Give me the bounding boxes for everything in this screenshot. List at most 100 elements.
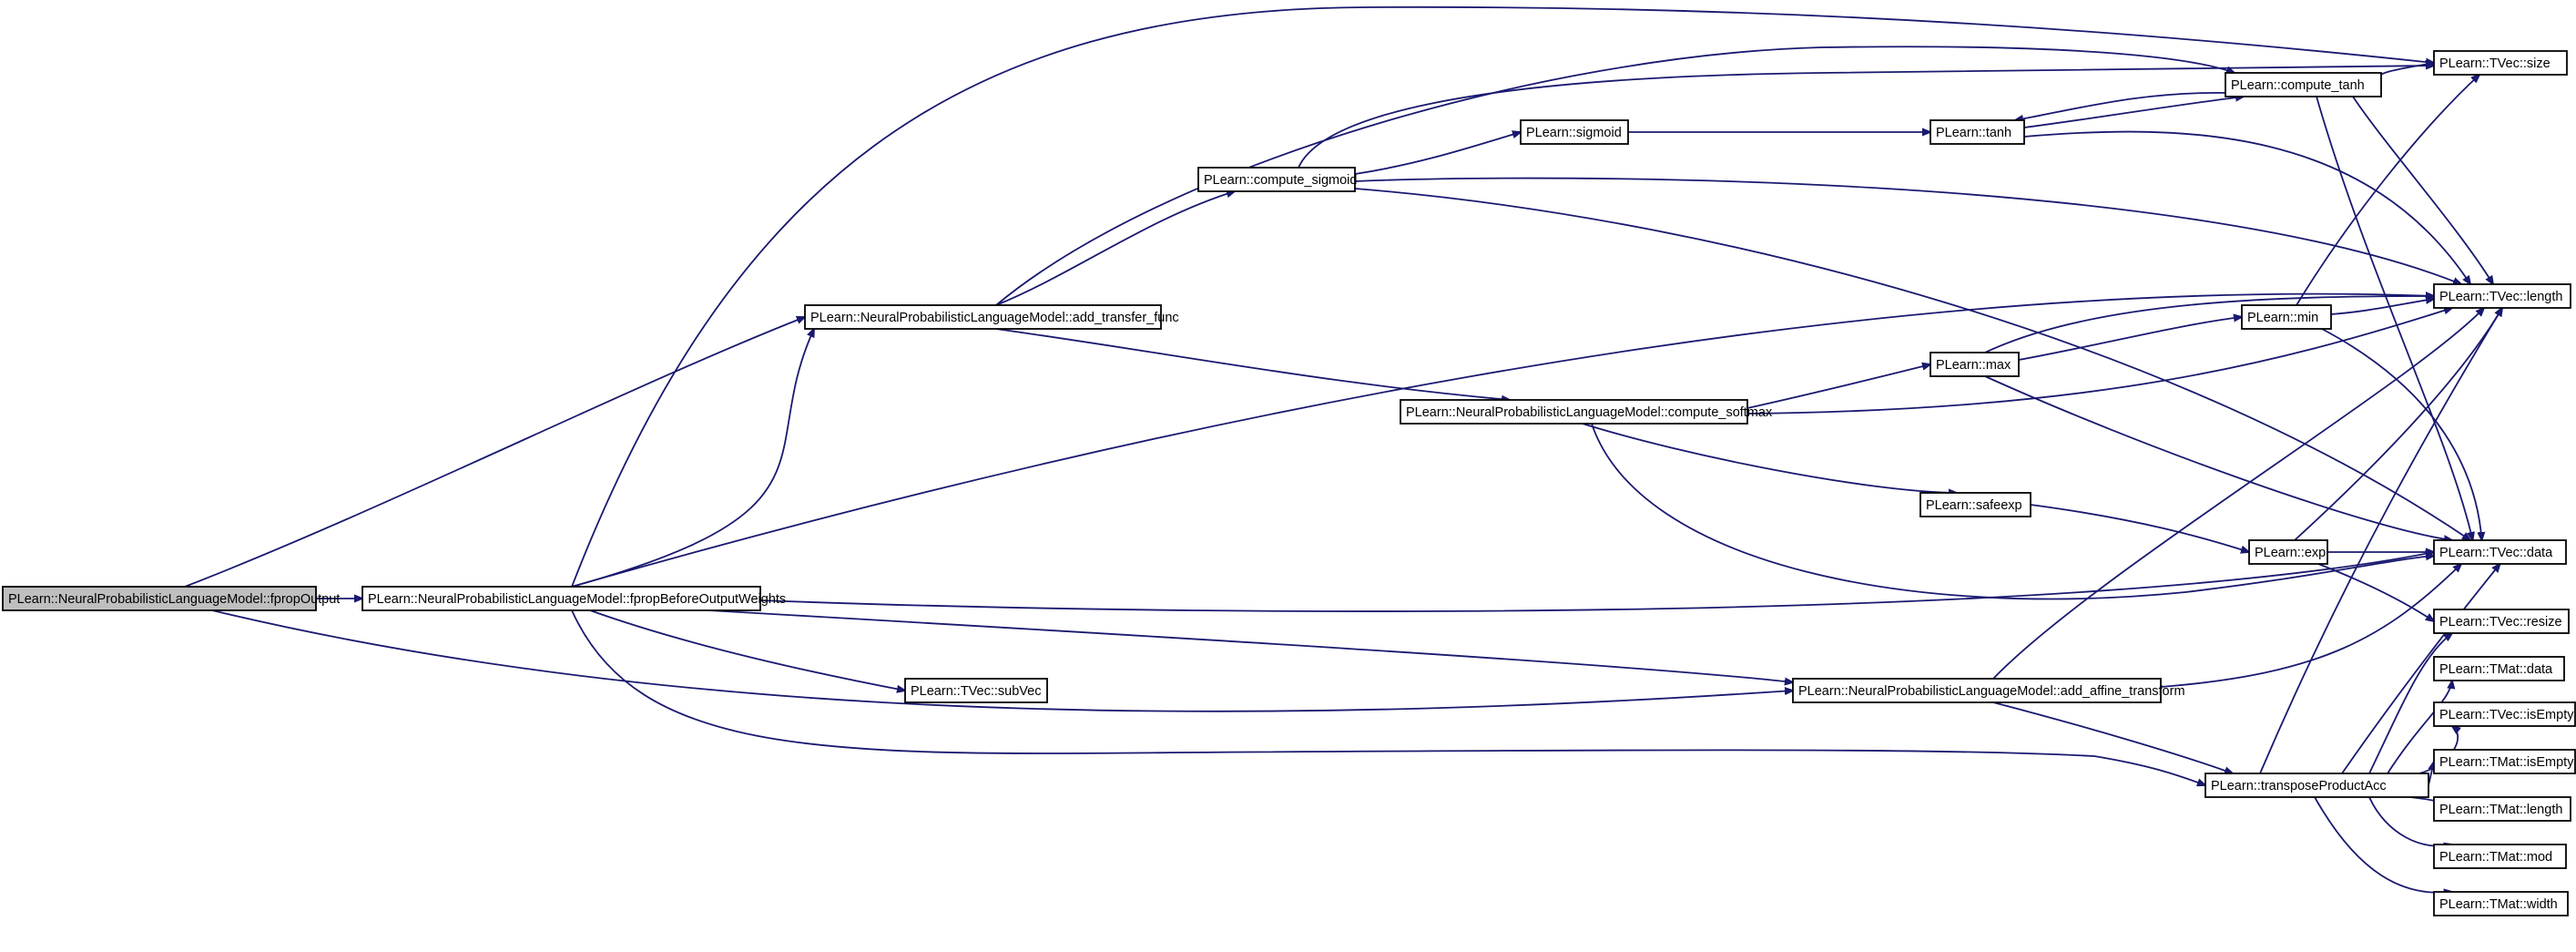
node-vecResize[interactable]: PLearn::TVec::resize — [2433, 609, 2570, 634]
node-box[interactable] — [361, 586, 761, 611]
node-label: PLearn::TVec::data — [2439, 546, 2553, 560]
edge-computeSigmoid-to-vecLength — [1354, 177, 2461, 284]
node-box[interactable] — [2241, 304, 2332, 330]
node-box[interactable] — [1929, 119, 2025, 145]
edge-transposeProductAcc-to-vecResize — [2368, 633, 2452, 774]
edge-computeTanh-to-vecData — [2316, 96, 2473, 540]
edge-fpropBefore-to-vecSize — [571, 5, 2434, 588]
node-computeSigmoid[interactable]: PLearn::compute_sigmoid — [1197, 167, 1357, 192]
node-box[interactable] — [2433, 844, 2567, 869]
node-vecSize[interactable]: PLearn::TVec::size — [2433, 50, 2568, 76]
edge-addAffine-to-transposeProductAcc — [1992, 701, 2233, 773]
node-box[interactable] — [2204, 773, 2429, 798]
node-max[interactable]: PLearn::max — [1929, 352, 2020, 377]
edge-transposeProductAcc-to-vecData — [2341, 564, 2500, 774]
node-box[interactable] — [1400, 399, 1748, 425]
edge-transposeProductAcc-to-matWidth — [2314, 796, 2452, 893]
node-box[interactable] — [1197, 167, 1356, 192]
edge-computeSoftmax-to-vecData — [1591, 423, 2434, 600]
node-label: PLearn::TVec::size — [2439, 56, 2551, 71]
node-fpropBefore[interactable]: PLearn::NeuralProbabilisticLanguageModel… — [361, 586, 786, 611]
edge-fpropOutput-to-addAffine — [211, 609, 1793, 712]
graph-nodes: PLearn::NeuralProbabilisticLanguageModel… — [2, 50, 2576, 916]
node-box[interactable] — [2433, 749, 2576, 774]
node-label: PLearn::TVec::subVec — [911, 684, 1041, 699]
edge-transposeProductAcc-to-matIsEmpty — [2428, 762, 2434, 786]
node-box[interactable] — [2433, 701, 2576, 727]
node-label: PLearn::exp — [2255, 546, 2326, 560]
node-addAffine[interactable]: PLearn::NeuralProbabilisticLanguageModel… — [1792, 678, 2185, 703]
edge-min-to-vecData — [2321, 328, 2482, 540]
node-label: PLearn::TMat::mod — [2439, 850, 2552, 865]
node-box[interactable] — [2433, 656, 2565, 681]
node-vecIsEmpty[interactable]: PLearn::TVec::isEmpty — [2433, 701, 2576, 727]
node-matData[interactable]: PLearn::TMat::data — [2433, 656, 2565, 681]
edge-addTransfer-to-computeTanh — [995, 46, 2235, 306]
node-label: PLearn::transposeProductAcc — [2211, 779, 2387, 793]
edge-max-to-min — [2018, 317, 2242, 361]
node-box[interactable] — [2433, 539, 2567, 565]
edge-tanh-to-vecLength — [2023, 130, 2470, 284]
node-label: PLearn::TVec::isEmpty — [2439, 708, 2574, 722]
node-box[interactable] — [2433, 283, 2571, 309]
node-box[interactable] — [1792, 678, 2162, 703]
node-addTransfer[interactable]: PLearn::NeuralProbabilisticLanguageModel… — [804, 304, 1179, 330]
node-box[interactable] — [2433, 609, 2570, 634]
graph-edges — [184, 5, 2502, 893]
edge-computeSigmoid-to-sigmoid — [1354, 132, 1521, 175]
node-label: PLearn::NeuralProbabilisticLanguageModel… — [8, 592, 340, 607]
edge-exp-to-vecLength — [2294, 308, 2502, 541]
node-vecData[interactable]: PLearn::TVec::data — [2433, 539, 2567, 565]
node-box[interactable] — [2433, 50, 2568, 76]
node-label: PLearn::NeuralProbabilisticLanguageModel… — [1406, 405, 1773, 420]
node-label: PLearn::min — [2247, 311, 2318, 325]
edge-fpropBefore-to-addAffine — [708, 609, 1793, 682]
node-fpropOutput[interactable]: PLearn::NeuralProbabilisticLanguageModel… — [2, 586, 340, 611]
node-label: PLearn::TMat::width — [2439, 897, 2558, 912]
node-label: PLearn::sigmoid — [1526, 126, 1622, 140]
node-vecLength[interactable]: PLearn::TVec::length — [2433, 283, 2571, 309]
node-label: PLearn::TMat::isEmpty — [2439, 755, 2574, 770]
edge-fpropOutput-to-addTransfer — [184, 317, 805, 588]
node-label: PLearn::tanh — [1936, 126, 2011, 140]
node-exp[interactable]: PLearn::exp — [2248, 539, 2328, 565]
edge-max-to-vecLength — [1984, 296, 2434, 353]
node-box[interactable] — [1929, 352, 2020, 377]
node-box[interactable] — [1919, 492, 2031, 517]
node-label: PLearn::TMat::data — [2439, 662, 2553, 677]
edge-transposeProductAcc-to-vecLength — [2259, 308, 2502, 774]
node-label: PLearn::NeuralProbabilisticLanguageModel… — [810, 311, 1179, 325]
node-matIsEmpty[interactable]: PLearn::TMat::isEmpty — [2433, 749, 2576, 774]
node-matMod[interactable]: PLearn::TMat::mod — [2433, 844, 2567, 869]
node-subVec[interactable]: PLearn::TVec::subVec — [904, 678, 1048, 703]
node-safeexp[interactable]: PLearn::safeexp — [1919, 492, 2031, 517]
node-matWidth[interactable]: PLearn::TMat::width — [2433, 891, 2569, 916]
edge-addAffine-to-vecLength — [1992, 308, 2484, 680]
node-box[interactable] — [2, 586, 317, 611]
node-tanh[interactable]: PLearn::tanh — [1929, 119, 2025, 145]
edge-fpropBefore-to-addTransfer — [571, 329, 814, 588]
node-sigmoid[interactable]: PLearn::sigmoid — [1520, 119, 1629, 145]
node-box[interactable] — [2225, 72, 2382, 97]
edge-computeTanh-to-tanh — [2015, 91, 2231, 120]
node-label: PLearn::TVec::length — [2439, 290, 2562, 304]
node-box[interactable] — [2248, 539, 2328, 565]
edge-safeexp-to-exp — [2030, 504, 2249, 552]
node-matLength[interactable]: PLearn::TMat::length — [2433, 796, 2571, 822]
node-box[interactable] — [2433, 891, 2569, 916]
node-label: PLearn::TVec::resize — [2439, 615, 2562, 630]
node-box[interactable] — [1520, 119, 1629, 145]
node-label: PLearn::TMat::length — [2439, 803, 2562, 817]
node-box[interactable] — [804, 304, 1162, 330]
node-label: PLearn::max — [1936, 358, 2011, 373]
node-label: PLearn::NeuralProbabilisticLanguageModel… — [1798, 684, 2185, 699]
node-transposeProductAcc[interactable]: PLearn::transposeProductAcc — [2204, 773, 2429, 798]
node-computeTanh[interactable]: PLearn::compute_tanh — [2225, 72, 2382, 97]
node-min[interactable]: PLearn::min — [2241, 304, 2332, 330]
edge-addTransfer-to-computeSigmoid — [995, 191, 1235, 306]
node-box[interactable] — [2433, 796, 2571, 822]
node-computeSoftmax[interactable]: PLearn::NeuralProbabilisticLanguageModel… — [1400, 399, 1773, 425]
node-box[interactable] — [904, 678, 1048, 703]
edge-fpropBefore-to-transposeProductAcc — [571, 609, 2205, 785]
